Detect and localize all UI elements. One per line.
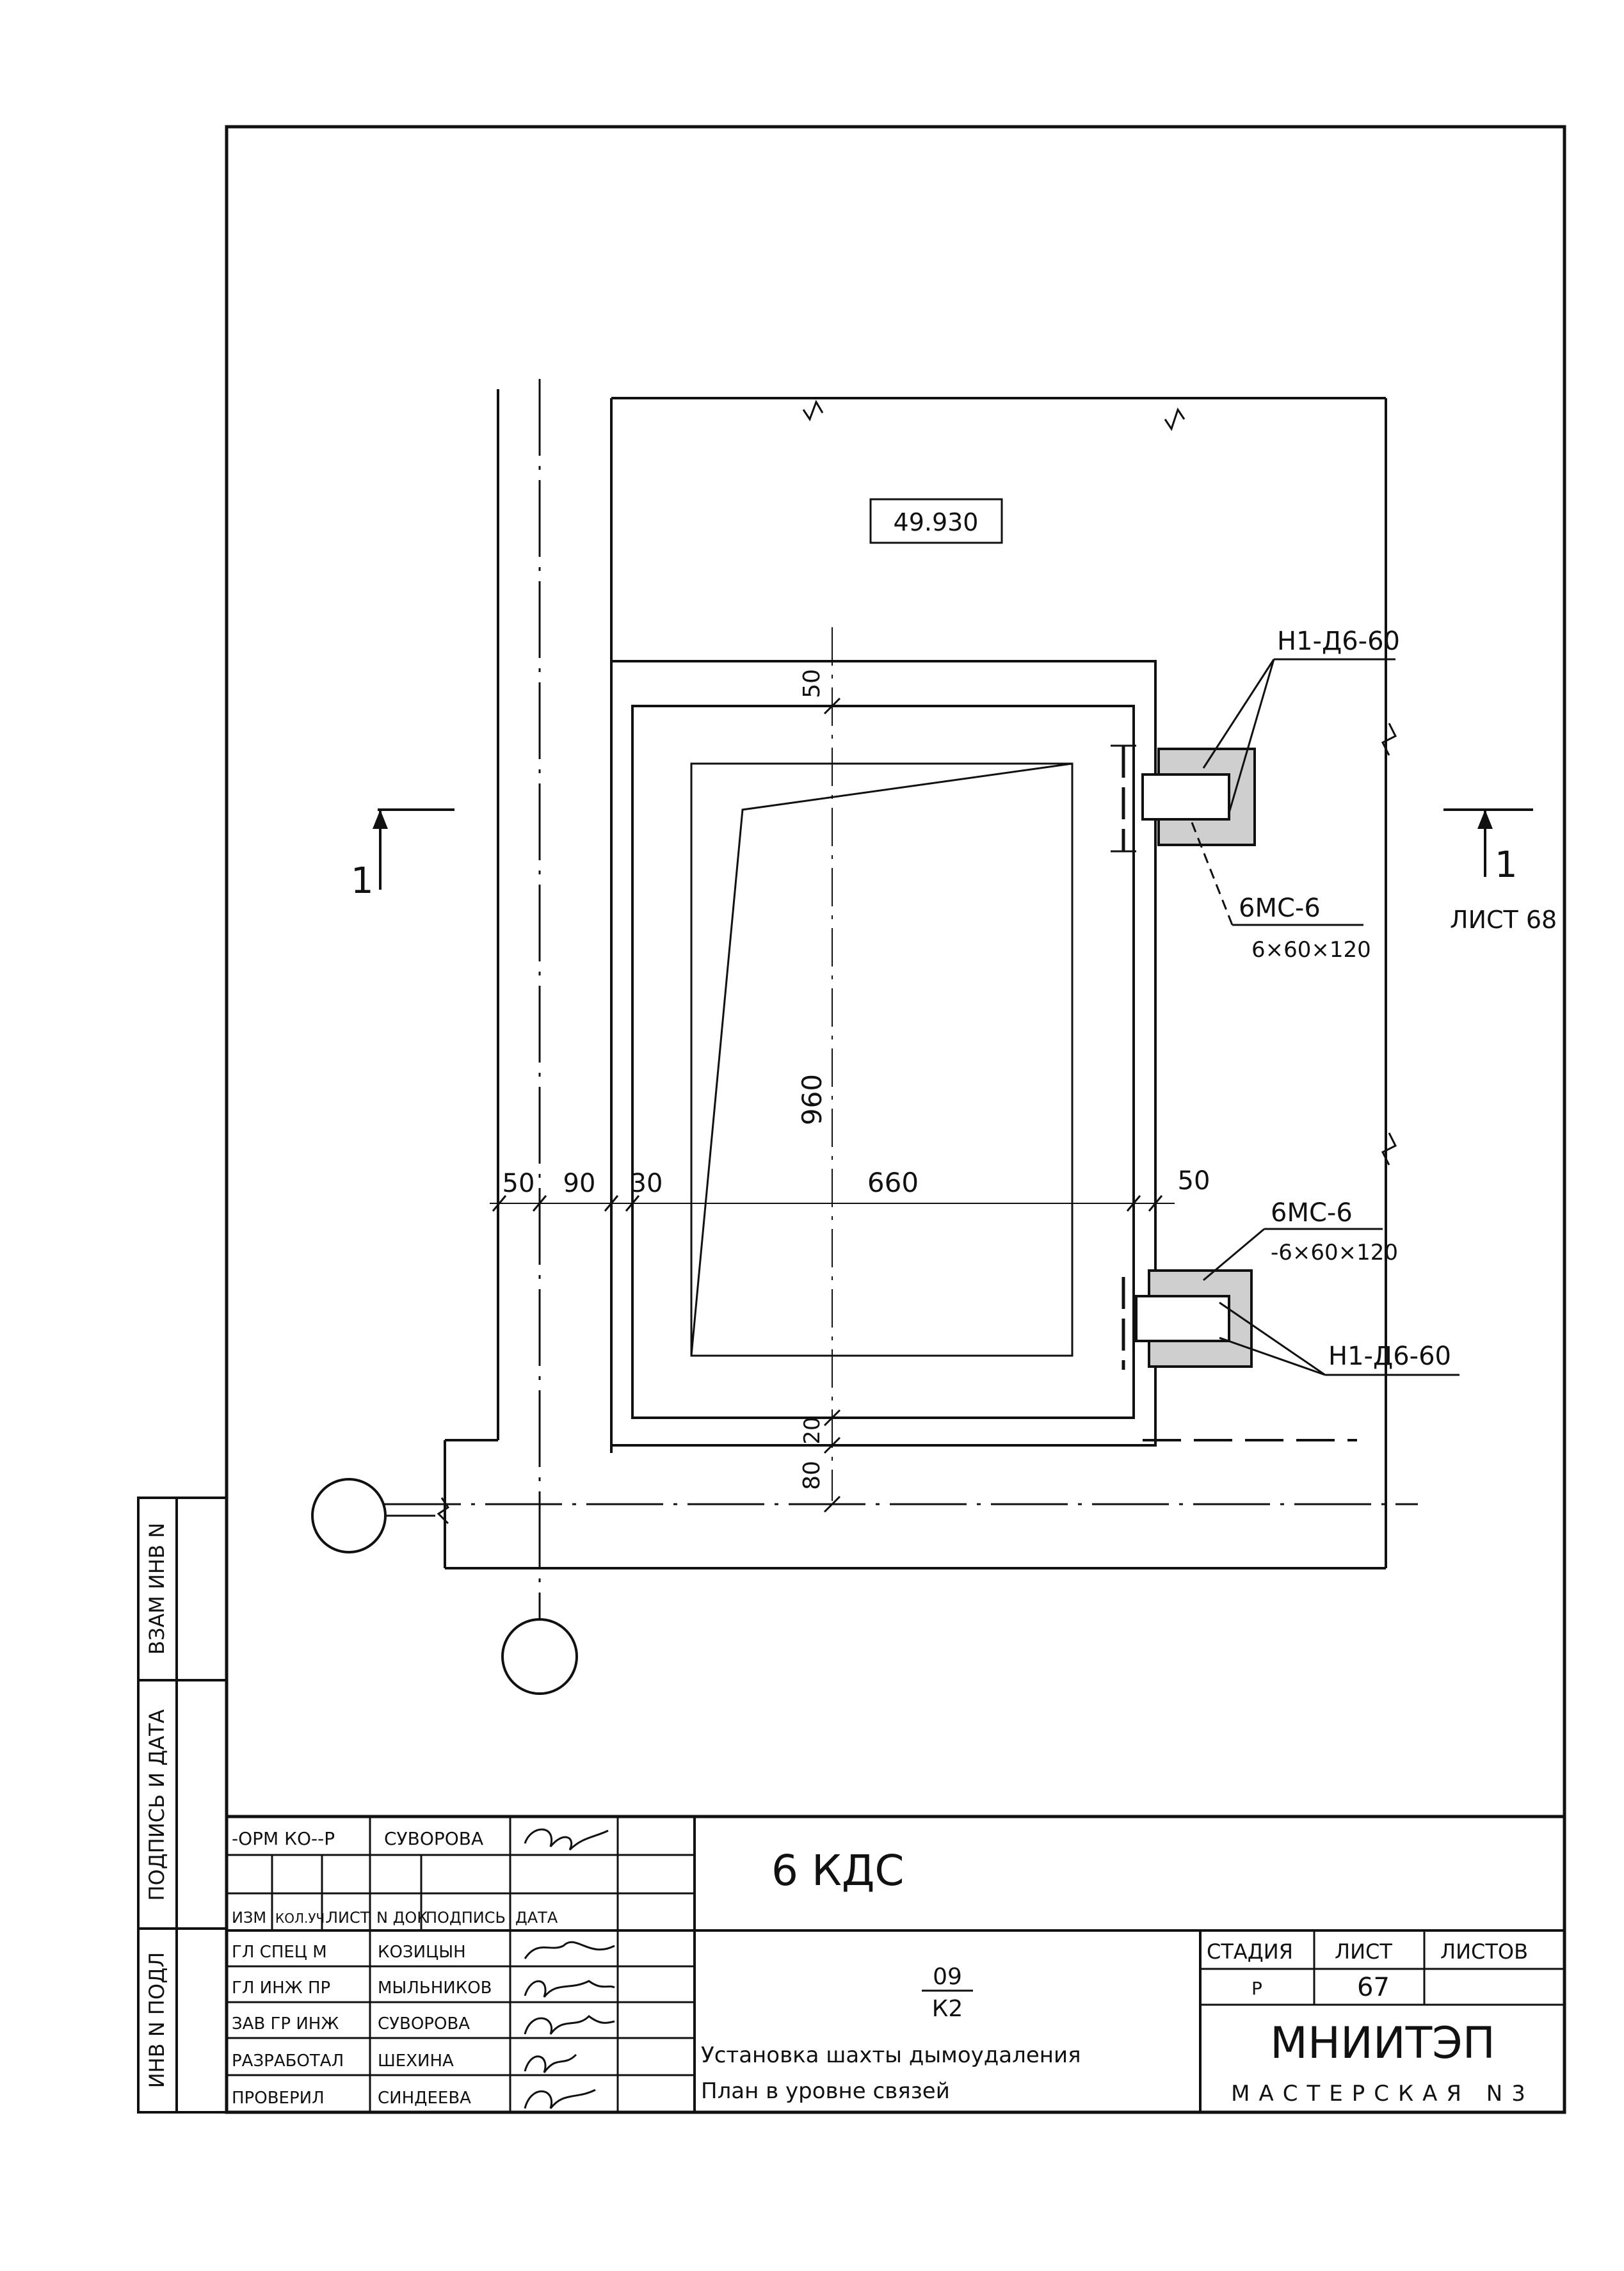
side-stamp-inv: ИНВ N ПОДЛ <box>145 1952 169 2089</box>
callout-bottom-plate-size: -6×60×120 <box>1271 1240 1398 1265</box>
rev-name: СУВОРОВА <box>384 1828 483 1849</box>
header-izm: ИЗМ <box>232 1909 266 1927</box>
section-right-ref: ЛИСТ 68 <box>1450 906 1557 934</box>
rev-role: -ОРМ КО--Р <box>232 1828 335 1849</box>
staff-role-3: ЗАВ ГР ИНЖ <box>232 2014 339 2034</box>
shaft-opening <box>690 762 1073 1357</box>
signatures <box>524 1828 615 2109</box>
section-right-number: 1 <box>1495 844 1518 886</box>
section-marker-left: 1 <box>351 808 454 902</box>
side-stamp-vzam: ВЗАМ ИНВ N <box>145 1523 169 1655</box>
side-stamp-sign: ПОДПИСЬ И ДАТА <box>145 1709 169 1900</box>
callout-top-plate: 6МС-6 <box>1239 894 1321 923</box>
axis-bubble-vertical <box>501 1618 578 1695</box>
callout-bottom-label: Н1-Д6-60 <box>1328 1342 1451 1371</box>
dim-660: 660 <box>867 1167 919 1198</box>
section-marker-right: 1 ЛИСТ 68 <box>1443 808 1557 934</box>
sheet-frame <box>225 125 1566 2114</box>
header-data: ДАТА <box>515 1909 558 1927</box>
sheets-label: ЛИСТОВ <box>1440 1939 1528 1964</box>
dim-960: 960 <box>796 1074 828 1125</box>
staff-role-4: РАЗРАБОТАЛ <box>232 2051 344 2071</box>
callout-top-label: Н1-Д6-60 <box>1277 627 1400 656</box>
dim-50-top: 50 <box>799 669 825 698</box>
embedded-plate-bottom <box>1122 1269 1253 1370</box>
elevation-mark: 49.930 <box>869 498 1003 544</box>
staff-role-2: ГЛ ИНЖ ПР <box>232 1978 330 1998</box>
drawing-number-bottom: К2 <box>932 1996 963 2022</box>
stage-value: Р <box>1251 1978 1262 1999</box>
dim-30: 30 <box>631 1169 663 1198</box>
callout-top-plate-size: 6×60×120 <box>1251 937 1371 963</box>
elevation-value: 49.930 <box>894 508 979 536</box>
title-block: -ОРМ КО--Р СУВОРОВА ИЗМ КОЛ.УЧ. ЛИСТ N Д… <box>225 1815 1566 2114</box>
plan-drawing: 49.930 50 90 30 660 50 50 960 20 80 <box>311 379 1557 1695</box>
drawing-code: 6 КДС <box>771 1846 904 1895</box>
header-podpis: ПОДПИСЬ <box>426 1909 506 1927</box>
staff-name-3: СУВОРОВА <box>378 2014 470 2034</box>
sheet-label: ЛИСТ <box>1335 1939 1392 1964</box>
side-stamp: ИНВ N ПОДЛ ПОДПИСЬ И ДАТА ВЗАМ ИНВ N <box>137 1497 228 2114</box>
section-left-number: 1 <box>351 860 374 902</box>
staff-role-1: ГЛ СПЕЦ М <box>232 1943 327 1962</box>
drawing-title-line1: Установка шахты дымоудаления <box>701 2042 1081 2068</box>
shaft-middle <box>631 705 1135 1419</box>
axis-bubble-horizontal <box>311 1478 387 1553</box>
dim-50-right: 50 <box>1178 1166 1210 1196</box>
header-ndok: N ДОК <box>376 1909 428 1927</box>
header-kolvo: КОЛ.УЧ. <box>275 1911 329 1926</box>
drawing-number-top: 09 <box>933 1964 962 1990</box>
dim-80: 80 <box>799 1461 825 1490</box>
organization-name: МНИИТЭП <box>1270 2018 1495 2069</box>
organization-sub: МАСТЕРСКАЯ N3 <box>1231 2081 1534 2106</box>
sheet-value: 67 <box>1357 1973 1390 2002</box>
dim-50-left: 50 <box>502 1169 535 1198</box>
drawing-title-line2: План в уровне связей <box>701 2078 950 2104</box>
embedded-plate-top <box>1111 744 1256 853</box>
staff-name-1: КОЗИЦЫН <box>378 1943 466 1962</box>
stage-label: СТАДИЯ <box>1207 1939 1293 1964</box>
staff-name-2: МЫЛЬНИКОВ <box>378 1978 492 1998</box>
dim-20: 20 <box>800 1416 825 1444</box>
header-list: ЛИСТ <box>326 1909 370 1927</box>
staff-name-5: СИНДЕЕВА <box>378 2089 471 2108</box>
shaft-outer <box>610 660 1157 1447</box>
dim-90: 90 <box>563 1169 596 1198</box>
staff-role-5: ПРОВЕРИЛ <box>232 2089 325 2108</box>
staff-name-4: ШЕХИНА <box>378 2051 454 2071</box>
callout-bottom-plate: 6МС-6 <box>1271 1198 1353 1228</box>
